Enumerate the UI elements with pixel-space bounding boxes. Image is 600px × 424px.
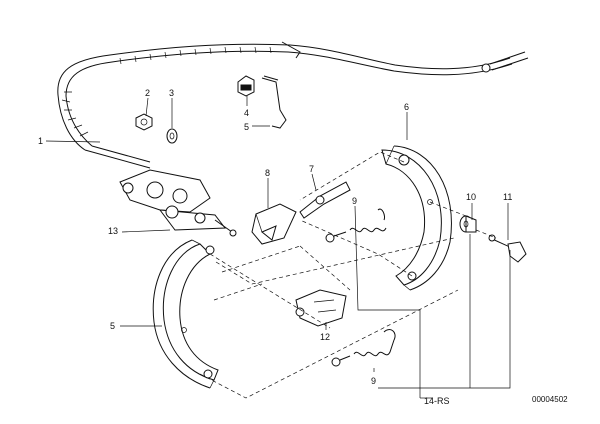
callout-11: 11 — [503, 192, 512, 202]
callout-9-upper: 9 — [352, 196, 357, 206]
spring-clip-part-5 — [261, 75, 287, 129]
assembly-guide-lines — [199, 151, 497, 399]
callout-13: 13 — [108, 226, 118, 236]
adjuster-part-12 — [295, 289, 347, 327]
handbrake-cable — [57, 41, 529, 169]
callout-7: 7 — [309, 164, 314, 174]
strut-part-7 — [299, 181, 351, 219]
callout-2: 2 — [145, 88, 150, 98]
callout-10: 10 — [466, 192, 476, 202]
cable-bracket-assembly — [119, 169, 237, 237]
clip-part-4 — [237, 75, 255, 97]
retaining-pin-part-11 — [488, 234, 527, 263]
kit-label: 14-RS — [424, 396, 450, 406]
spring-cup-part-10 — [459, 215, 477, 233]
adjuster-part-8 — [251, 203, 297, 245]
callout-6: 6 — [404, 102, 409, 112]
brake-shoe-upper — [381, 145, 452, 291]
brake-shoe-lower — [152, 239, 219, 389]
leader-lines — [45, 96, 511, 399]
callout-8: 8 — [265, 168, 270, 178]
image-number: 00004502 — [532, 395, 568, 404]
washer-part-3 — [166, 128, 178, 144]
callout-labels: 1 2 3 4 5 6 7 8 9 10 11 12 13 5 9 14-RS … — [38, 88, 568, 406]
nut-part-2 — [135, 113, 153, 131]
callout-4: 4 — [244, 108, 249, 118]
callout-9-lower: 9 — [371, 376, 376, 386]
callout-5-shoe: 5 — [110, 321, 115, 331]
callout-3: 3 — [169, 88, 174, 98]
callout-12: 12 — [320, 332, 330, 342]
return-spring-lower — [331, 329, 396, 367]
callout-1: 1 — [38, 136, 43, 146]
callout-5: 5 — [244, 122, 249, 132]
